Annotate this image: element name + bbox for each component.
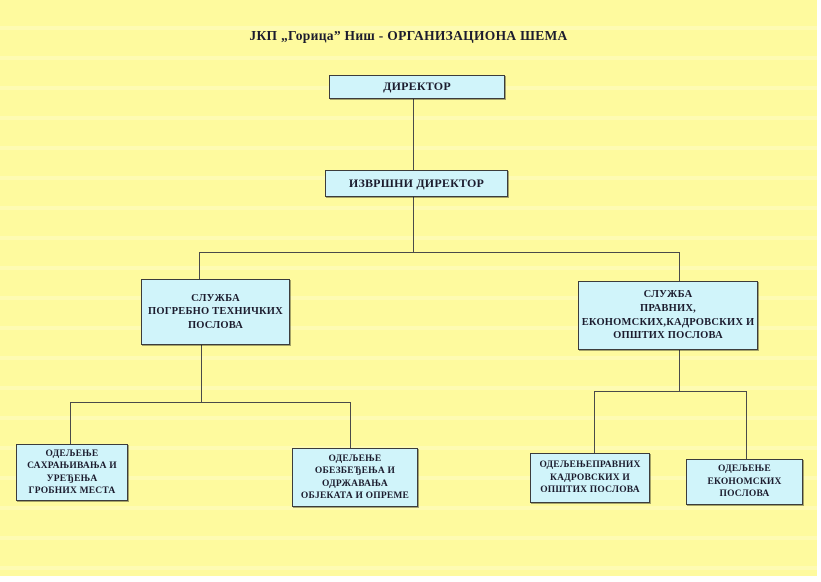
box-label-line: ЕКОНОМСКИХ — [707, 476, 782, 487]
box-label-line: ПОСЛОВА — [719, 489, 770, 500]
connector-director-to-executive — [413, 99, 414, 170]
connector-service-funeral-down — [201, 345, 202, 402]
chart-title: ЈКП „Горица” Ниш - ОРГАНИЗАЦИОНА ШЕМА — [249, 28, 568, 43]
box-label-line: ИЗВРШНИ ДИРЕКТОР — [348, 175, 485, 190]
box-label-line: ОБЈЕКАТА И ОПРЕМЕ — [300, 490, 410, 501]
connector-executive-down — [413, 197, 414, 252]
box-label-line: СЛУЖБА — [191, 292, 240, 304]
connector-legal-depts-horizontal — [594, 391, 747, 392]
box-dept-burial-graves: ОДЕЉЕЊЕ САХРАЊИВАЊА И УРЕЂЕЊА ГРОБНИХ МЕ… — [16, 444, 128, 501]
box-executive-director: ИЗВРШНИ ДИРЕКТОР — [325, 170, 508, 197]
box-dept-security-maintenance: ОДЕЉЕЊЕ ОБЕЗБЕЂЕЊА И ОДРЖАВАЊА ОБЈЕКАТА … — [292, 448, 418, 507]
connector-to-service-funeral — [199, 252, 200, 279]
box-label-line: ДИРЕКТОР — [383, 79, 451, 94]
connector-to-dept-economic — [746, 391, 747, 459]
box-label-line: САХРАЊИВАЊА И — [27, 461, 117, 472]
connector-to-dept-legal-hr — [594, 391, 595, 453]
box-label-line: ОПШТИХ ПОСЛОВА — [540, 485, 640, 496]
box-label-line: ПРАВНИХ, — [640, 302, 696, 314]
box-label-line: ОДЕЉЕЊЕПРАВНИХ — [539, 460, 641, 471]
box-dept-legal-hr-general: ОДЕЉЕЊЕПРАВНИХ КАДРОВСКИХ И ОПШТИХ ПОСЛО… — [530, 453, 650, 503]
box-service-legal-economic: СЛУЖБА ПРАВНИХ, ЕКОНОМСКИХ,КАДРОВСКИХ И … — [578, 281, 758, 350]
box-service-funeral-technical: СЛУЖБА ПОГРЕБНО ТЕХНИЧКИХ ПОСЛОВА — [141, 279, 290, 345]
connector-service-legal-down — [679, 350, 680, 391]
connector-to-service-legal — [679, 252, 680, 281]
box-label-line: ОДЕЉЕЊЕ — [718, 464, 771, 475]
box-director: ДИРЕКТОР — [329, 75, 505, 99]
box-label-line: УРЕЂЕЊА — [46, 473, 98, 484]
connector-to-dept-maintenance — [350, 402, 351, 448]
box-label-line: ГРОБНИХ МЕСТА — [28, 485, 116, 496]
box-label-line: КАДРОВСКИХ И — [550, 472, 630, 483]
box-label-line: СЛУЖБА — [643, 289, 693, 301]
box-label-line: ПОГРЕБНО ТЕХНИЧКИХ — [148, 306, 283, 318]
box-label-line: ОПШТИХ ПОСЛОВА — [613, 330, 723, 342]
box-label-line: ОДЕЉЕЊЕ — [45, 448, 99, 459]
box-label-line: ОБЕЗБЕЂЕЊА И — [314, 466, 396, 477]
connector-services-horizontal — [199, 252, 680, 253]
box-dept-economic: ОДЕЉЕЊЕ ЕКОНОМСКИХ ПОСЛОВА — [686, 459, 803, 505]
box-label-line: ОДЕЉЕЊЕ — [328, 453, 382, 464]
box-label-line: ЕКОНОМСКИХ,КАДРОВСКИХ И — [581, 316, 755, 328]
box-label-line: ОДРЖАВАЊА — [322, 478, 388, 489]
connector-to-dept-burial — [70, 402, 71, 444]
box-label-line: ПОСЛОВА — [187, 319, 244, 331]
connector-funeral-depts-horizontal — [70, 402, 351, 403]
